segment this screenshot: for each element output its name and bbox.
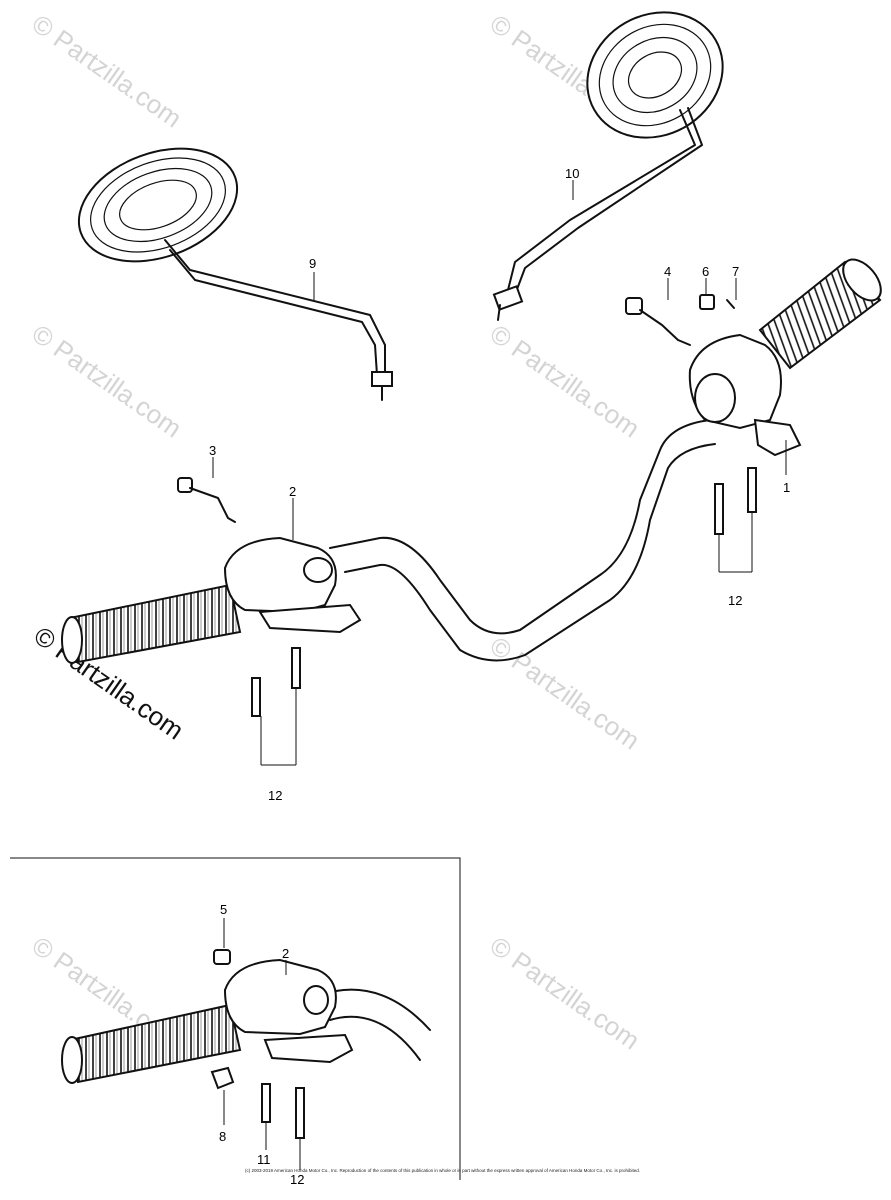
bolts-12-right xyxy=(714,467,757,535)
left-grip-assembly xyxy=(61,536,362,664)
part-3-lever-pin xyxy=(177,477,236,523)
callout-12-left: 12 xyxy=(268,788,282,803)
callout-numbers: 1 2 3 4 5 6 7 8 9 10 11 12 12 2 12 xyxy=(209,166,790,1187)
callout-6: 6 xyxy=(702,264,709,279)
callout-11: 11 xyxy=(257,1152,271,1167)
inset-box xyxy=(10,857,461,1180)
callout-2: 2 xyxy=(289,484,296,499)
callout-4: 4 xyxy=(664,264,671,279)
callout-1: 1 xyxy=(783,480,790,495)
bolts-12-left xyxy=(251,647,301,717)
part-6-nut xyxy=(699,294,715,310)
callout-12-inset: 12 xyxy=(290,1172,304,1187)
right-grip-assembly xyxy=(688,258,882,457)
part-7-screw xyxy=(726,299,735,309)
callout-9: 9 xyxy=(309,256,316,271)
watermark: © Partzilla.com xyxy=(485,630,646,755)
copyright-notice: (c) 2003-2019 American Honda Motor Co., … xyxy=(245,1168,640,1173)
callout-5: 5 xyxy=(220,902,227,917)
callout-7: 7 xyxy=(732,264,739,279)
callout-2-inset: 2 xyxy=(282,946,289,961)
callout-12-right: 12 xyxy=(728,593,742,608)
watermark: © Partzilla.com xyxy=(27,8,188,133)
watermark: © Partzilla.com xyxy=(485,930,646,1055)
callout-3: 3 xyxy=(209,443,216,458)
callout-8: 8 xyxy=(219,1129,226,1144)
callout-10: 10 xyxy=(565,166,579,181)
watermark: © Partzilla.com xyxy=(485,318,646,443)
right-mirror xyxy=(492,11,724,321)
watermark: © Partzilla.com xyxy=(27,318,188,443)
leader-lines xyxy=(212,180,787,1170)
handlebar xyxy=(329,419,716,662)
part-4-lever-pin xyxy=(625,297,691,346)
left-mirror xyxy=(77,147,393,401)
